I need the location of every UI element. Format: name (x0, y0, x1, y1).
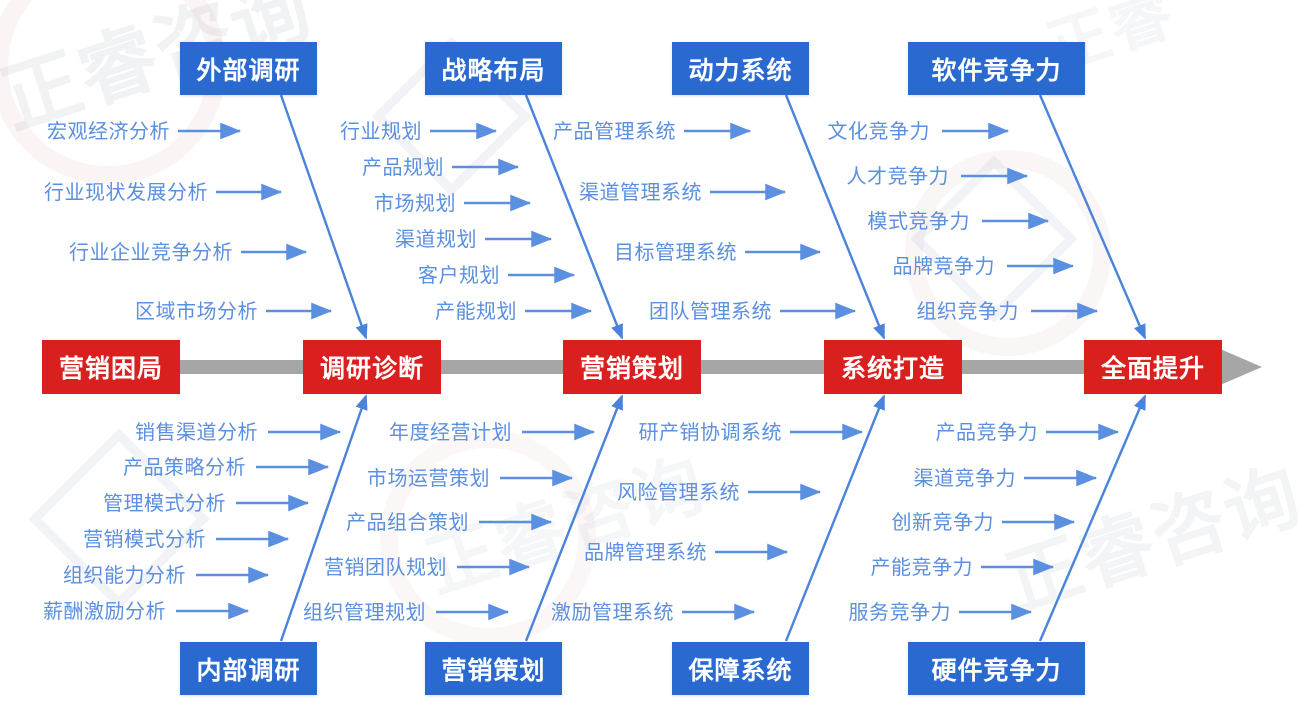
bone-label-bottom-2-1: 风险管理系统 (617, 480, 740, 504)
spine-arrow-head (1218, 348, 1262, 386)
bone-label-top-1-2: 市场规划 (374, 191, 456, 215)
bone-label-bottom-1-3: 营销团队规划 (324, 555, 447, 579)
bone-label-top-1-0: 行业规划 (340, 119, 422, 143)
bone-label-top-3-0: 文化竞争力 (827, 119, 930, 143)
category-label: 保障系统 (688, 655, 793, 685)
bone-label-top-0-1: 行业现状发展分析 (44, 180, 208, 204)
category-box-top-1[interactable]: 战略布局 (425, 42, 562, 95)
spine-stage-0[interactable]: 营销困局 (42, 340, 180, 394)
bone-label-top-0-3: 区域市场分析 (135, 299, 258, 323)
category-box-top-3[interactable]: 软件竞争力 (908, 42, 1085, 95)
category-box-bottom-2[interactable]: 保障系统 (672, 642, 809, 695)
bone-label-top-3-1: 人才竞争力 (846, 164, 949, 188)
bone-label-bottom-1-0: 年度经营计划 (389, 420, 512, 444)
category-box-top-2[interactable]: 动力系统 (672, 42, 809, 95)
spine-stage-label: 调研诊断 (319, 354, 424, 383)
bone-label-top-2-3: 团队管理系统 (649, 299, 772, 323)
category-box-bottom-1[interactable]: 营销策划 (425, 642, 562, 695)
category-label: 软件竞争力 (931, 55, 1062, 85)
bone-label-bottom-3-0: 产品竞争力 (935, 420, 1038, 444)
category-label: 硬件竞争力 (931, 655, 1062, 685)
bone-label-top-1-3: 渠道规划 (395, 227, 477, 251)
category-label: 内部调研 (196, 655, 301, 685)
bone-label-bottom-1-4: 组织管理规划 (303, 600, 426, 624)
bone-label-top-1-1: 产品规划 (362, 155, 444, 179)
bone-label-top-3-4: 组织竞争力 (916, 299, 1019, 323)
category-label: 营销策划 (441, 655, 546, 685)
bone-label-top-3-3: 品牌竞争力 (892, 254, 995, 278)
spine-stage-label: 营销困局 (58, 354, 163, 383)
category-label: 外部调研 (196, 55, 301, 85)
category-box-bottom-3[interactable]: 硬件竞争力 (908, 642, 1085, 695)
bone-label-bottom-0-3: 营销模式分析 (83, 527, 206, 551)
bone-label-top-2-2: 目标管理系统 (614, 240, 737, 264)
spine-stage-1[interactable]: 调研诊断 (303, 340, 441, 394)
bone-label-bottom-0-4: 组织能力分析 (63, 563, 186, 587)
bone-label-top-0-0: 宏观经济分析 (47, 119, 170, 143)
bone-label-top-2-0: 产品管理系统 (553, 119, 676, 143)
spine-stage-label: 系统打造 (840, 354, 945, 383)
spine-stage-label: 营销策划 (579, 354, 684, 383)
bone-label-top-3-2: 模式竞争力 (867, 209, 970, 233)
bone-label-bottom-0-0: 销售渠道分析 (135, 420, 258, 444)
bone-label-bottom-3-1: 渠道竞争力 (913, 466, 1016, 490)
bone-label-bottom-3-4: 服务竞争力 (848, 600, 951, 624)
category-box-bottom-0[interactable]: 内部调研 (180, 642, 317, 695)
bone-label-bottom-2-2: 品牌管理系统 (584, 540, 707, 564)
bone-label-bottom-0-1: 产品策略分析 (123, 455, 246, 479)
bone-label-top-1-5: 产能规划 (435, 299, 517, 323)
spine-stage-label: 全面提升 (1100, 354, 1205, 383)
bone-label-top-2-1: 渠道管理系统 (579, 180, 702, 204)
bone-label-bottom-3-3: 产能竞争力 (870, 555, 973, 579)
bone-label-bottom-0-2: 管理模式分析 (103, 491, 226, 515)
spine-stage-2[interactable]: 营销策划 (563, 340, 701, 394)
category-box-top-0[interactable]: 外部调研 (180, 42, 317, 95)
category-label: 战略布局 (441, 55, 546, 85)
bone-label-top-0-2: 行业企业竞争分析 (69, 240, 233, 264)
spine-stage-4[interactable]: 全面提升 (1084, 340, 1222, 394)
bone-label-bottom-1-2: 产品组合策划 (346, 510, 469, 534)
bone-label-bottom-2-0: 研产销协调系统 (638, 420, 782, 444)
category-label: 动力系统 (688, 55, 793, 85)
bone-label-bottom-2-3: 激励管理系统 (551, 600, 674, 624)
bone-label-bottom-3-2: 创新竞争力 (891, 510, 994, 534)
bone-label-top-1-4: 客户规划 (418, 263, 500, 287)
spine-stage-3[interactable]: 系统打造 (824, 340, 962, 394)
bone-label-bottom-1-1: 市场运营策划 (367, 466, 490, 490)
bone-label-bottom-0-5: 薪酬激励分析 (43, 599, 166, 623)
